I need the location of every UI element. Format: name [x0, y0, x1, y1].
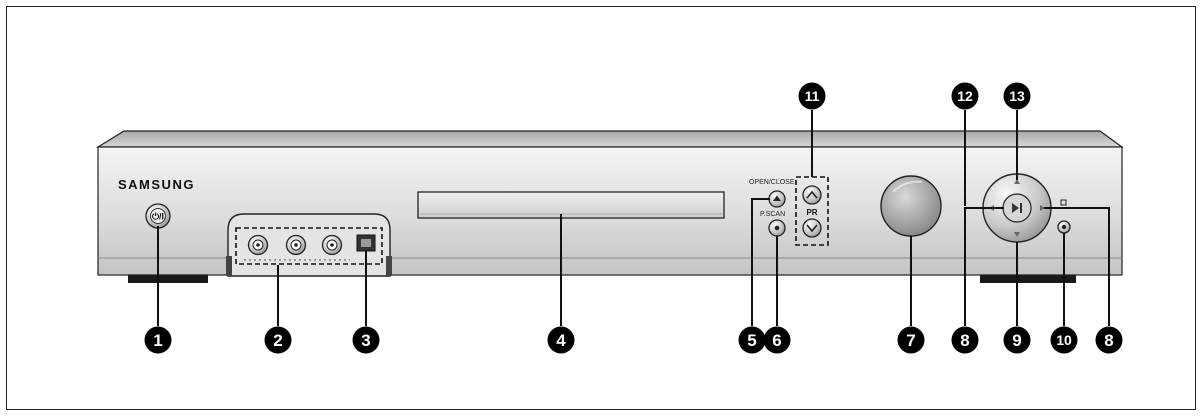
fast-forward-icon: [1040, 205, 1045, 211]
callout-number: 9: [1012, 331, 1021, 350]
callout-number: 7: [906, 331, 915, 350]
callout-number: 12: [957, 88, 973, 104]
callout-number: 10: [1056, 332, 1072, 348]
skip-icon: [1014, 232, 1020, 237]
audio-left-jack-icon: [285, 234, 307, 256]
pr-up-button[interactable]: [802, 185, 822, 205]
av-input-group-outline: [235, 227, 383, 265]
callout-13: 13: [1003, 82, 1031, 110]
callout-3: 3: [352, 326, 380, 354]
audio-right-jack-icon: [321, 234, 343, 256]
left-foot: [128, 275, 208, 283]
figure-frame: [6, 6, 1196, 410]
eject-icon: [773, 195, 781, 201]
callout-number: 4: [556, 331, 566, 350]
callout-number: 6: [772, 331, 781, 350]
chevron-down-icon: [806, 224, 818, 233]
callout-4: 4: [547, 326, 575, 354]
callout-5: 5: [738, 326, 766, 354]
callout-11: 11: [798, 82, 826, 110]
display-highlight: [892, 180, 923, 193]
callout-8: 8: [1095, 326, 1123, 354]
callout-2: 2: [264, 326, 292, 354]
brand-logo: SAMSUNG: [118, 177, 195, 192]
callout-number: 5: [747, 331, 756, 350]
av-input-jacks[interactable]: [247, 234, 343, 256]
open-close-label: OPEN/CLOSE: [749, 179, 795, 186]
pr-down-button[interactable]: [802, 218, 822, 238]
callout-number: 8: [960, 331, 969, 350]
pause-icon: [1020, 203, 1022, 213]
callout-number: 3: [361, 331, 370, 350]
callout-10: 10: [1050, 326, 1078, 354]
callout-number: 13: [1009, 88, 1025, 104]
callout-1: 1: [144, 326, 172, 354]
stop-icon: [1014, 179, 1020, 184]
callout-leader-lines: [157, 110, 1110, 326]
door-hinge-left: [226, 256, 232, 276]
callout-12: 12: [951, 82, 979, 110]
door-hinge-right: [386, 256, 392, 276]
p-scan-button[interactable]: [768, 219, 786, 237]
video-jack-icon: [247, 234, 269, 256]
callout-7: 7: [897, 326, 925, 354]
callout-9: 9: [1003, 326, 1031, 354]
chevron-up-icon: [806, 190, 818, 199]
callout-6: 6: [763, 326, 791, 354]
playback-control-dial[interactable]: [982, 173, 1052, 243]
power-icon: ⏻/I: [152, 212, 164, 222]
callout-number: 2: [273, 331, 282, 350]
callout-8: 8: [951, 326, 979, 354]
headphone-icon: [1060, 199, 1067, 206]
p-scan-label: P.SCAN: [760, 211, 785, 218]
power-button[interactable]: ⏻/I: [145, 203, 171, 229]
pr-label: PR: [806, 208, 817, 217]
firewire-port-slot: [361, 239, 371, 247]
right-foot: [980, 275, 1076, 283]
play-icon: [1012, 203, 1019, 213]
callout-number: 11: [805, 88, 820, 104]
callout-number: 8: [1104, 331, 1113, 350]
callout-number: 1: [153, 331, 162, 350]
